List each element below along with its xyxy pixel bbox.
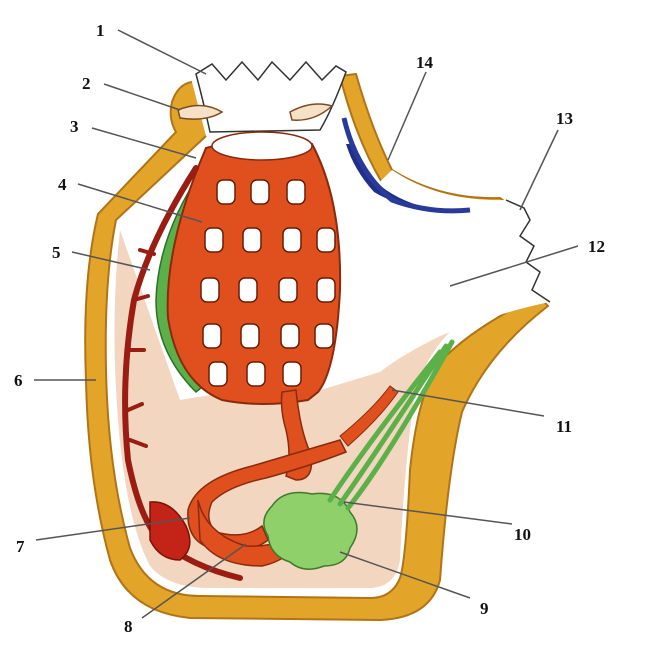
label-4: 4 <box>58 175 67 194</box>
pharyngeal-slit <box>243 228 261 252</box>
pharyngeal-slit <box>247 362 265 386</box>
pharyngeal-slit <box>205 228 223 252</box>
pharyngeal-slit <box>283 362 301 386</box>
pharynx-opening <box>212 132 312 160</box>
pharyngeal-slit <box>239 278 257 302</box>
label-9: 9 <box>480 599 489 618</box>
pharyngeal-slit <box>287 180 305 204</box>
pharyngeal-slit <box>251 180 269 204</box>
label-1: 1 <box>96 21 105 40</box>
pharyngeal-slit <box>317 278 335 302</box>
label-6: 6 <box>14 371 23 390</box>
label-3: 3 <box>70 117 79 136</box>
pharyngeal-slit <box>217 180 235 204</box>
pharyngeal-slit <box>241 324 259 348</box>
pharyngeal-slit <box>281 324 299 348</box>
label-11: 11 <box>556 417 572 436</box>
pharyngeal-slit <box>201 278 219 302</box>
oral-siphon <box>196 62 346 132</box>
label-14: 14 <box>416 53 434 72</box>
label-5: 5 <box>52 243 61 262</box>
pharyngeal-slit <box>209 362 227 386</box>
label-7: 7 <box>16 537 25 556</box>
pharyngeal-slit <box>317 228 335 252</box>
label-8: 8 <box>124 617 133 636</box>
pharyngeal-slit <box>283 228 301 252</box>
label-2: 2 <box>82 74 91 93</box>
label-12: 12 <box>588 237 605 256</box>
label-13: 13 <box>556 109 573 128</box>
pharyngeal-slit <box>279 278 297 302</box>
pharyngeal-slit <box>315 324 333 348</box>
label-10: 10 <box>514 525 531 544</box>
pharyngeal-slit <box>203 324 221 348</box>
